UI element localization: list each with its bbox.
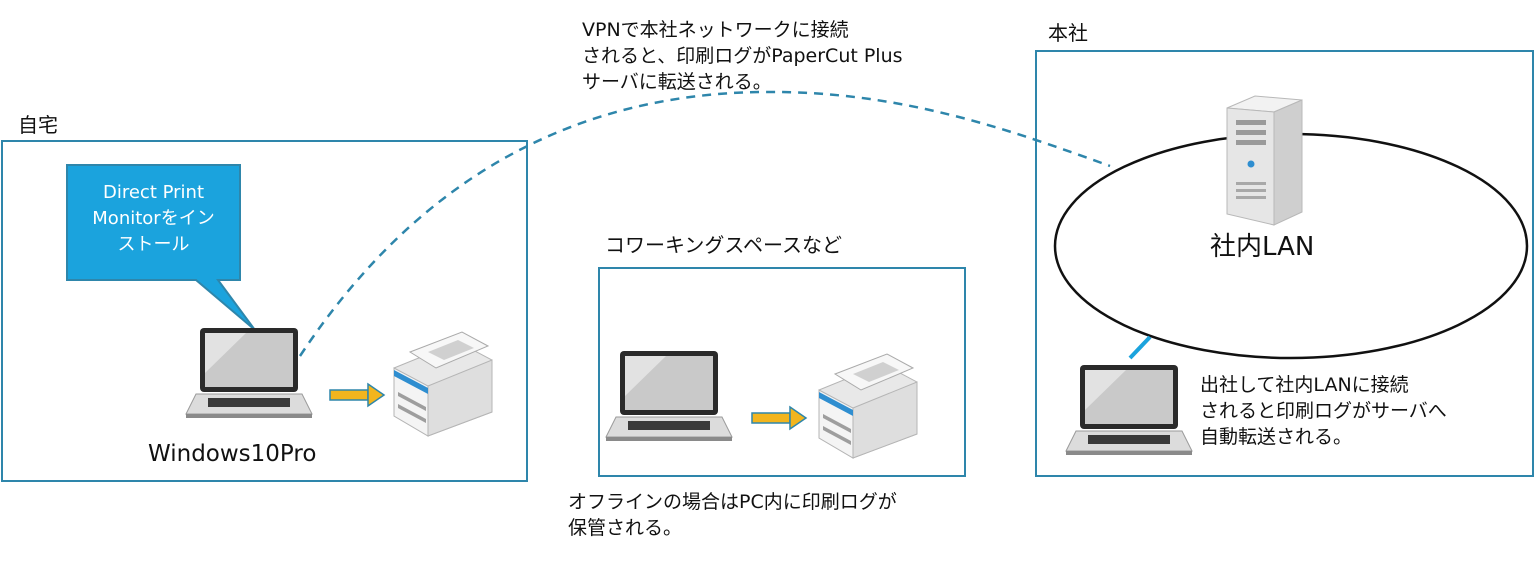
hq-region-box xyxy=(1035,50,1534,477)
server-icon xyxy=(1226,95,1303,226)
vpn-dashed-link xyxy=(298,90,1111,357)
hq-note-line-1: 出社して社内LANに接続 xyxy=(1200,374,1409,396)
vpn-note-line-3: サーバに転送される。 xyxy=(582,71,772,93)
vpn-note: VPNで本社ネットワークに接続 されると、印刷ログがPaperCut Plus … xyxy=(582,17,903,95)
lan-label: 社内LAN xyxy=(1210,232,1315,262)
callout-bubble xyxy=(66,164,256,331)
coworking-note-line-2: 保管される。 xyxy=(568,517,683,539)
vpn-note-line-1: VPNで本社ネットワークに接続 xyxy=(582,19,849,41)
hq-note: 出社して社内LANに接続 されると印刷ログがサーバへ 自動転送される。 xyxy=(1200,372,1447,450)
home-region-box xyxy=(1,140,528,482)
hq-note-line-3: 自動転送される。 xyxy=(1200,426,1353,448)
callout-text: Direct Print Monitorをイン ストール xyxy=(67,180,240,258)
home-title: 自宅 xyxy=(18,113,58,137)
hq-title: 本社 xyxy=(1048,21,1088,45)
callout-line-2: Monitorをイン xyxy=(92,208,215,229)
vpn-note-line-2: されると、印刷ログがPaperCut Plus xyxy=(582,45,903,67)
callout-line-1: Direct Print xyxy=(102,182,205,203)
coworking-region-box xyxy=(598,267,966,477)
hq-note-line-2: されると印刷ログがサーバへ xyxy=(1200,400,1447,422)
os-label: Windows10Pro xyxy=(148,441,317,467)
lan-link-line xyxy=(1128,335,1152,360)
callout-line-3: ストール xyxy=(117,234,190,255)
coworking-title: コワーキングスペースなど xyxy=(605,233,842,257)
coworking-note: オフラインの場合はPC内に印刷ログが 保管される。 xyxy=(568,489,897,541)
coworking-note-line-1: オフラインの場合はPC内に印刷ログが xyxy=(568,491,897,513)
